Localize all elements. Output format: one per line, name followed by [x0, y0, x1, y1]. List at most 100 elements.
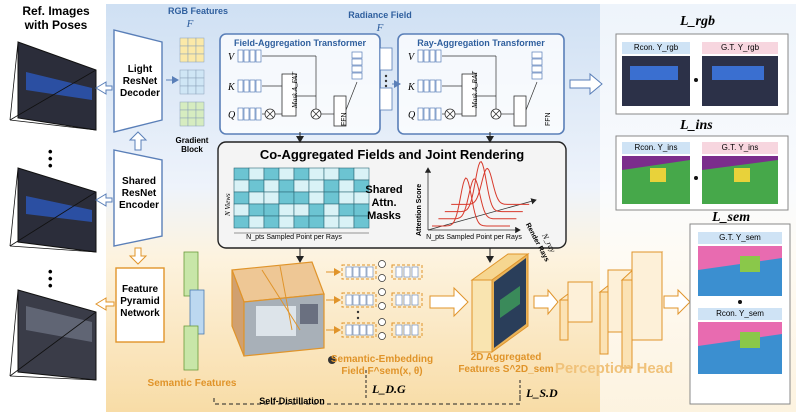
- radiance-field-label: Radiance Field: [348, 10, 412, 20]
- attention-cell: [278, 215, 295, 229]
- attention-curve: [444, 161, 523, 213]
- attention-cell: [278, 167, 295, 181]
- attention-cell: [293, 215, 310, 229]
- ins-output-panel: [615, 135, 789, 211]
- perception-head-label: Perception Head: [554, 360, 674, 377]
- semantic-embedding-rows: [326, 260, 423, 340]
- attention-cell: [323, 215, 340, 229]
- ellipsis-dots-2: • • •: [48, 264, 53, 293]
- attention-cell: [263, 215, 280, 229]
- perception-head: [558, 251, 664, 369]
- attention-cell: [308, 203, 325, 217]
- attention-cell: [233, 191, 250, 205]
- co-aggregated-title: Co-Aggregated Fields and Joint Rendering: [259, 147, 525, 162]
- attention-cell: [233, 203, 250, 217]
- fat-q-label: Q: [228, 110, 236, 121]
- loss-rgb-label: L_rgb: [680, 14, 715, 29]
- loss-sd-label: L_S.D: [526, 386, 558, 400]
- fat-v-label: V: [228, 52, 235, 63]
- attention-cell: [248, 215, 265, 229]
- attention-cell: [323, 203, 340, 217]
- attention-curve: [451, 167, 530, 205]
- light-resnet-decoder: [113, 29, 163, 133]
- attention-cell: [248, 203, 265, 217]
- rat-title: Ray-Aggregation Transformer: [417, 38, 545, 48]
- radiance-field-symbol: F: [376, 22, 384, 34]
- loss-sem-label: L_sem: [712, 210, 751, 225]
- semantic-feature-bars: [183, 251, 205, 371]
- attention-cell: [338, 203, 355, 217]
- attention-cell: [338, 167, 355, 181]
- semantic-features-label: Semantic Features: [147, 378, 237, 389]
- attention-cell: [338, 191, 355, 205]
- ref-title-line-1: Ref. Images: [22, 4, 90, 18]
- attention-cell: [323, 191, 340, 205]
- attention-cell: [293, 203, 310, 217]
- fat-ffn-label: FFN: [341, 112, 348, 126]
- fat-title: Field-Aggregation Transformer: [233, 38, 367, 48]
- attention-cell: [278, 191, 295, 205]
- attention-cell: [338, 179, 355, 193]
- radiance-feature-stack: [379, 47, 393, 111]
- rat-q-label: Q: [408, 110, 416, 121]
- gt-sem-label: G.T. Y_sem: [719, 233, 761, 242]
- attention-cell: [233, 215, 250, 229]
- shared-resnet-encoder: [113, 149, 163, 247]
- attention-grid: [233, 167, 370, 234]
- attention-cell: [353, 167, 370, 181]
- attention-cell: [293, 179, 310, 193]
- rgb-output-panel: [615, 33, 789, 115]
- attention-cell: [323, 167, 340, 181]
- agg-features-label: 2D Aggregated: [470, 352, 542, 363]
- attention-cell: [323, 179, 340, 193]
- attention-cell: [278, 179, 295, 193]
- rat-k-label: K: [408, 82, 415, 93]
- fat-k-label: K: [228, 82, 235, 93]
- attention-cell: [353, 215, 370, 229]
- n-pts-label: N_pts Sampled Point per Rays: [246, 234, 342, 241]
- ref-image-1: [9, 41, 97, 131]
- n-pts-label-2: N_pts Sampled Point per Rays: [426, 234, 522, 241]
- rgb-features-symbol: F: [186, 18, 194, 30]
- transformer-internals: [237, 49, 543, 127]
- semantic-field-label-2: Field F^sem(x, θ): [341, 366, 423, 377]
- attention-cell: [308, 191, 325, 205]
- feature-pyramid-network: [115, 267, 165, 343]
- fat-mask-label: Mask A_FAT: [291, 72, 299, 108]
- attention-cell: [338, 215, 355, 229]
- n-views-label: N Views: [224, 193, 232, 216]
- attention-curve: [432, 177, 510, 227]
- agg-features-2d: [470, 253, 530, 353]
- attention-cell: [248, 191, 265, 205]
- attention-cell: [233, 179, 250, 193]
- attention-cell: [248, 167, 265, 181]
- attention-cell: [263, 191, 280, 205]
- ref-image-3: [9, 289, 97, 381]
- attention-cell: [308, 215, 325, 229]
- attention-cell: [263, 203, 280, 217]
- rcon-sem-label: Rcon. Y_sem: [716, 309, 764, 318]
- attention-score-plot: [424, 161, 537, 234]
- ellipsis-dots-1: • • •: [48, 144, 53, 173]
- attention-score-label: Attention Score: [416, 183, 423, 236]
- rcon-rgb-label: Rcon. Y_rgb: [633, 43, 679, 52]
- sem-output-panel: [689, 223, 791, 405]
- attention-cell: [233, 167, 250, 181]
- rat-v-label: V: [408, 52, 415, 63]
- ref-title-line-2: with Poses: [24, 18, 88, 32]
- rgb-features-label: RGB Features: [167, 6, 229, 16]
- attention-cell: [293, 167, 310, 181]
- agg-features-label-2: Features S^2D_sem: [458, 364, 554, 375]
- ref-image-2: [9, 167, 97, 253]
- loss-dg-label: L_D.G: [372, 382, 406, 396]
- attention-cell: [263, 167, 280, 181]
- attention-cell: [248, 179, 265, 193]
- rgb-feature-grids: [166, 37, 205, 127]
- rat-mask-label: Mask A_RAT: [471, 71, 479, 108]
- attention-cell: [308, 179, 325, 193]
- attention-cell: [278, 203, 295, 217]
